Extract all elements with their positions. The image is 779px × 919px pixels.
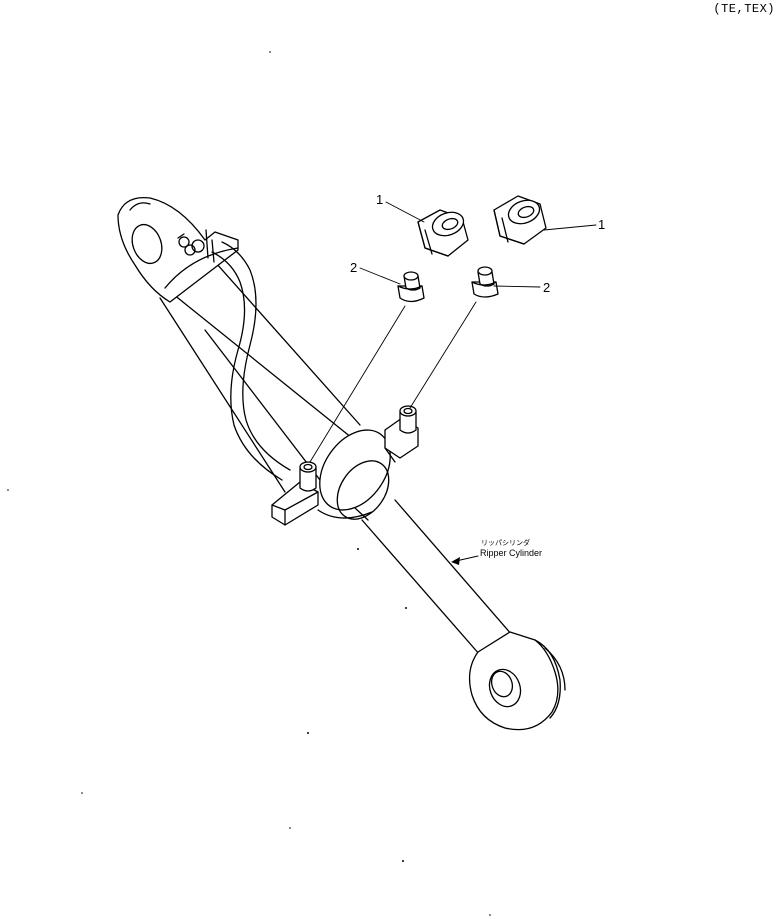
scan-specks <box>7 51 491 916</box>
lube-pipe <box>211 241 291 481</box>
hex-nut-icon <box>417 209 469 257</box>
callout-1-right: 1 <box>598 217 605 232</box>
callout-2-left: 2 <box>350 260 357 275</box>
assembly-lines <box>309 301 477 463</box>
cylinder-label-en: Ripper Cylinder <box>480 548 542 558</box>
grease-fitting-icon <box>471 266 499 298</box>
leader-lines <box>359 201 597 565</box>
cylinder-body <box>148 244 513 656</box>
rod-end-eye <box>468 631 566 731</box>
hex-nut-icon <box>493 195 547 245</box>
grease-block-right <box>384 405 419 463</box>
grease-block-left <box>271 461 319 526</box>
model-code: (TE,TEX) <box>713 2 775 16</box>
cylinder-cap-end <box>117 196 239 303</box>
callout-1-left: 1 <box>376 192 383 207</box>
cylinder-label-jp: リッパシリンダ <box>481 538 530 547</box>
callout-2-right: 2 <box>543 280 550 295</box>
grease-fitting-icon <box>397 271 425 303</box>
